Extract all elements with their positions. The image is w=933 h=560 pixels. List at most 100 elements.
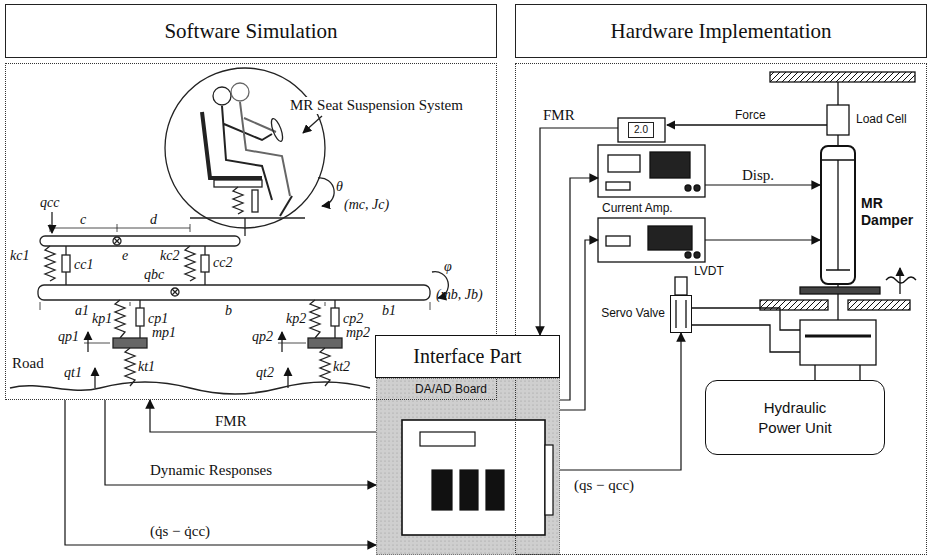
seat-suspension-figure [50,224,190,232]
connector [705,239,820,240]
test-rig-figure [685,185,691,191]
connector [150,400,376,432]
label: kc1 [10,249,29,263]
seat-suspension-figure [165,68,325,228]
label: Force [735,108,766,122]
test-rig-figure [692,308,800,352]
test-rig-figure [675,277,687,295]
seat-suspension-figure [310,300,320,338]
seat-suspension-figure [233,187,243,214]
label: b1 [382,304,396,318]
seat-suspension-figure [269,117,285,142]
label: qt1 [64,366,82,380]
label: c [80,213,86,227]
signal-label: (qs − qcc) [574,478,634,493]
da-ad-board-figure [460,470,478,510]
label: b [225,304,232,318]
seat-suspension-figure [136,308,144,326]
current-amplifier: Current Amp. [598,218,705,262]
test-rig-figure [694,185,700,191]
label: kp1 [92,312,112,326]
test-rig-figure [822,160,854,270]
test-rig-figure [805,335,871,338]
seat-suspension-figure [185,246,195,281]
label: kc2 [160,249,179,263]
seat-suspension-figure [62,255,70,272]
servo-valve: Servo Valve [670,295,692,333]
test-rig-figure [815,365,860,380]
test-rig-figure [598,218,705,262]
test-rig-figure [606,236,630,246]
da-ad-board-figure [420,432,475,446]
seat-suspension-figure [331,308,339,326]
label: LVDT [694,264,724,278]
test-rig-figure [694,252,700,258]
label: a1 [75,304,89,318]
da-ad-board-figure [376,378,560,555]
test-rig-figure [676,300,686,328]
da-ad-board-figure [432,470,452,510]
connector [105,400,376,485]
test-rig-figure [827,105,849,135]
label: kp2 [286,312,306,326]
node-text: Software Simulation [5,4,497,58]
test-rig-figure [608,155,640,172]
label: (mb, Jb) [436,288,483,302]
label: kt1 [138,360,155,374]
seat-suspension-figure [320,348,330,386]
label: qbc [144,268,164,282]
signal-label: FMR [215,414,247,429]
label: (mc, Jc) [344,198,389,212]
seat-suspension-figure [252,190,258,212]
seat-suspension-figure [94,368,95,388]
label: Load Cell [856,112,907,126]
node-text: MR Damper [861,195,917,229]
label: MR Seat Suspension System [288,97,465,114]
seat-suspension-figure [125,348,135,386]
da-ad-board-figure [486,470,504,510]
node-text: Hardware Implementation [515,4,927,58]
signal-label: (q̇s − q̇cc) [150,524,210,539]
da-ad-board-figure [402,420,545,535]
label: cc2 [213,256,232,270]
label: mp1 [152,326,176,340]
label: Road [12,355,44,372]
test-rig-figure [648,226,692,250]
seat-suspension-figure [40,236,240,246]
seat-suspension-figure [51,212,52,233]
label: cc1 [74,258,93,272]
interface-box: Interface Part [375,335,560,378]
test-rig-figure [770,72,915,82]
board-region: DA/AD Board [376,378,560,555]
test-rig-figure [618,118,665,142]
seat-suspension-figure [318,178,334,206]
label: cp2 [343,312,363,326]
test-rig-figure [650,152,690,178]
label: e [122,249,128,263]
seat-suspension-figure [172,289,178,295]
node-text: Current Amp. [602,201,673,215]
label: cp1 [148,312,168,326]
da-ad-board-figure [545,445,553,515]
connector [560,333,681,470]
test-rig-figure [606,182,630,190]
seat-suspension-figure [231,83,249,101]
power-unit: Hydraulic Power Unit [705,380,885,455]
seat-suspension-figure [45,246,55,281]
label: qp2 [252,330,273,344]
test-rig-figure [685,252,691,258]
test-rig-figure [800,287,880,294]
seat-suspension-figure [10,382,370,394]
node-text: Interface Part [376,336,559,377]
test-rig-figure [598,72,916,380]
label: d [150,213,157,227]
connector [560,240,598,410]
seat-suspension-figure [214,180,262,187]
seat-suspension-figure [240,102,290,196]
seat-suspension-figure [113,237,121,245]
label: mp2 [346,326,370,340]
node-text: Hydraulic Power Unit [706,381,884,454]
seat-suspension-figure [278,343,306,344]
